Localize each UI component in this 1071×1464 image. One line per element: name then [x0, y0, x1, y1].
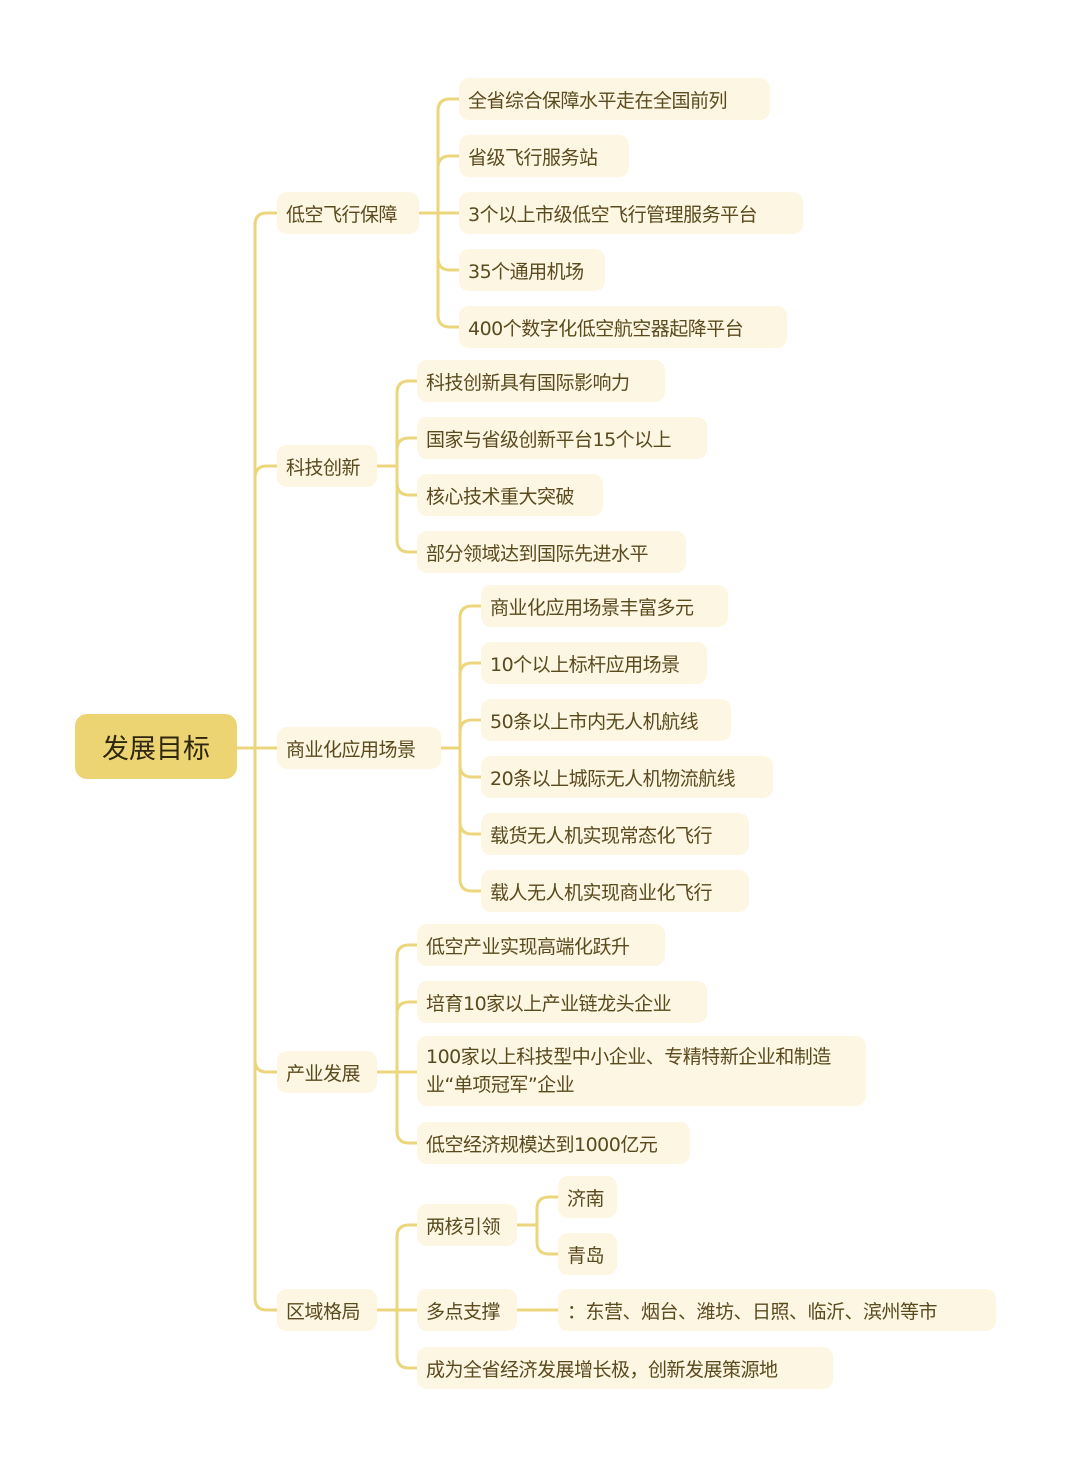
- connector-branch-leaf: [375, 1000, 419, 1074]
- connector-two-cores: [515, 1195, 560, 1227]
- leaf-node[interactable]: 载人无人机实现商业化飞行: [481, 870, 749, 912]
- city-node[interactable]: 济南: [558, 1176, 617, 1218]
- connector-branch-leaf: [439, 746, 483, 893]
- connector-root-branch-1: [235, 464, 279, 750]
- leaf-node[interactable]: 载货无人机实现常态化飞行: [481, 813, 749, 855]
- leaf-node[interactable]: 3个以上市级低空飞行管理服务平台: [459, 192, 803, 234]
- leaf-node[interactable]: 核心技术重大突破: [417, 474, 603, 516]
- leaf-node[interactable]: 两核引领: [417, 1204, 517, 1246]
- connector-root-branch-4: [235, 746, 279, 1312]
- branch-node[interactable]: 商业化应用场景: [277, 727, 441, 769]
- leaf-node[interactable]: 商业化应用场景丰富多元: [481, 585, 728, 627]
- connector-two-cores: [515, 1223, 560, 1256]
- leaf-node[interactable]: 部分领域达到国际先进水平: [417, 531, 686, 573]
- connector-branch-leaf: [375, 1308, 419, 1370]
- connector-branch-leaf: [417, 97, 461, 215]
- leaf-node[interactable]: 省级飞行服务站: [459, 135, 629, 177]
- leaf-node[interactable]: 科技创新具有国际影响力: [417, 360, 665, 402]
- city-node[interactable]: 青岛: [558, 1233, 617, 1275]
- connector-branch-leaf: [439, 604, 483, 750]
- leaf-node[interactable]: 50条以上市内无人机航线: [481, 699, 731, 741]
- connector-branch-leaf: [375, 1070, 419, 1145]
- leaf-node[interactable]: 35个通用机场: [459, 249, 605, 291]
- leaf-node[interactable]: 培育10家以上产业链龙头企业: [417, 981, 707, 1023]
- leaf-node[interactable]: 100家以上科技型中小企业、专精特新企业和制造业“单项冠军”企业: [417, 1036, 866, 1106]
- root-node[interactable]: 发展目标: [75, 714, 237, 779]
- leaf-node[interactable]: 国家与省级创新平台15个以上: [417, 417, 707, 459]
- cities-node[interactable]: ：东营、烟台、潍坊、日照、临沂、滨州等市: [558, 1289, 996, 1331]
- connector-branch-leaf: [375, 943, 419, 1074]
- leaf-node[interactable]: 多点支撑: [417, 1289, 517, 1331]
- connector-branch-leaf: [375, 436, 419, 468]
- connector-branch-leaf: [417, 154, 461, 215]
- leaf-node[interactable]: 低空产业实现高端化跃升: [417, 924, 665, 966]
- connector-branch-leaf: [375, 1223, 419, 1312]
- leaf-node[interactable]: 成为全省经济发展增长极，创新发展策源地: [417, 1347, 833, 1389]
- connector-branch-leaf: [375, 379, 419, 468]
- connector-root-branch-3: [235, 746, 279, 1074]
- leaf-node[interactable]: 400个数字化低空航空器起降平台: [459, 306, 787, 348]
- branch-node[interactable]: 低空飞行保障: [277, 192, 419, 234]
- connector-branch-leaf: [439, 661, 483, 750]
- connector-branch-leaf: [439, 718, 483, 750]
- branch-node[interactable]: 科技创新: [277, 445, 377, 487]
- branch-node[interactable]: 产业发展: [277, 1051, 377, 1093]
- leaf-node[interactable]: 低空经济规模达到1000亿元: [417, 1122, 690, 1164]
- branch-node[interactable]: 区域格局: [277, 1289, 377, 1331]
- leaf-node[interactable]: 10个以上标杆应用场景: [481, 642, 707, 684]
- leaf-node[interactable]: 20条以上城际无人机物流航线: [481, 756, 773, 798]
- connector-root-branch-0: [235, 211, 279, 750]
- connector-branch-leaf: [375, 464, 419, 554]
- connector-branch-leaf: [417, 211, 461, 329]
- leaf-node[interactable]: 全省综合保障水平走在全国前列: [459, 78, 770, 120]
